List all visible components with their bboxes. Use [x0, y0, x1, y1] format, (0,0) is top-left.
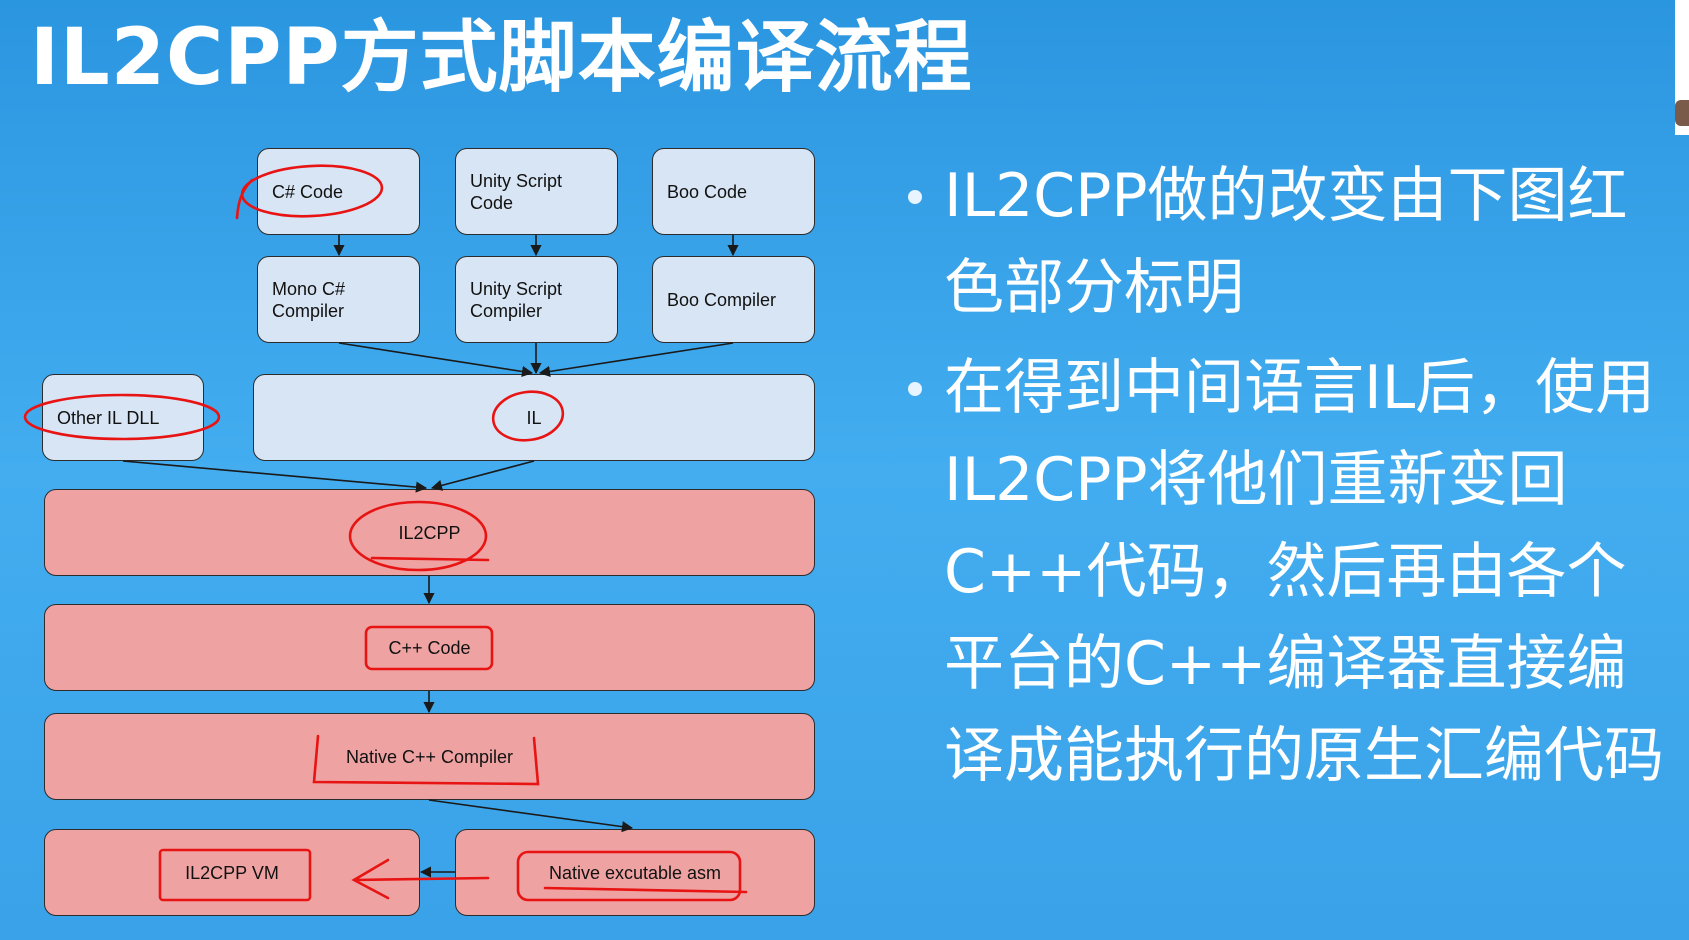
cpp-code-box: C++ Code — [44, 604, 815, 691]
bullet-text-2: 在得到中间语言IL后，使用IL2CPP将他们重新变回C++代码，然后再由各个平台… — [944, 353, 1664, 791]
diagram-connectors — [23, 164, 748, 902]
unity-script-compiler-box: Unity Script Compiler — [455, 256, 618, 343]
slide-title: IL2CPP方式脚本编译流程 — [30, 13, 973, 103]
cpp-code-label: C++ Code — [388, 637, 471, 658]
annotation-tail-csharp — [235, 178, 254, 220]
il2cpp-vm-label: IL2CPP VM — [185, 862, 279, 883]
mono-compiler-box: Mono C# Compiler — [257, 256, 420, 343]
il2cpp-box: IL2CPP — [44, 489, 815, 576]
il2cpp-vm-box: IL2CPP VM — [44, 829, 420, 916]
boo-compiler-label: Boo Compiler — [667, 289, 777, 310]
csharp-code-label: C# Code — [272, 181, 344, 202]
unity-script-code-box: Unity Script Code — [455, 148, 618, 235]
annotation-circle-il — [491, 390, 565, 442]
arrow-il-to-il2cpp — [430, 460, 535, 491]
arrow-otherdll-to-il2cpp — [122, 460, 428, 493]
annotation-box-cppcode — [364, 625, 494, 671]
annotation-arrow-asm-to-vm — [351, 858, 490, 900]
arrow-mono-to-il — [338, 342, 534, 377]
annotation-circle-other-dll — [23, 393, 221, 441]
bullet-dot-icon — [908, 382, 922, 396]
il-label: IL — [526, 407, 542, 428]
red-annotations — [23, 164, 748, 902]
bullet-item-1: IL2CPP做的改变由下图红色部分标明 — [908, 150, 1678, 334]
native-cpp-compiler-label: Native C++ Compiler — [345, 746, 514, 767]
annotation-circle-il2cpp — [348, 500, 488, 572]
annotation-box-native-compiler — [312, 734, 540, 786]
bullet-dot-icon — [908, 190, 922, 204]
unity-script-code-label: Unity Script Code — [470, 170, 563, 213]
compilation-flow-diagram: C# Code Unity Script Code Boo Code Mono … — [0, 0, 830, 940]
unity-script-compiler-label: Unity Script Compiler — [470, 278, 563, 321]
avatar — [1675, 100, 1689, 126]
other-il-dll-label: Other IL DLL — [57, 407, 160, 428]
boo-code-label: Boo Code — [667, 181, 748, 202]
bullet-list: IL2CPP做的改变由下图红色部分标明 在得到中间语言IL后，使用IL2CPP将… — [908, 150, 1678, 810]
native-asm-box: Native excutable asm — [455, 829, 815, 916]
arrow-boocompiler-to-il — [538, 342, 734, 377]
boo-compiler-box: Boo Compiler — [652, 256, 815, 343]
native-asm-label: Native excutable asm — [548, 862, 722, 883]
other-il-dll-box: Other IL DLL — [42, 374, 204, 461]
annotation-underline-il2cpp — [370, 556, 490, 562]
boo-code-box: Boo Code — [652, 148, 815, 235]
csharp-code-box: C# Code — [257, 148, 420, 235]
bullet-item-2: 在得到中间语言IL后，使用IL2CPP将他们重新变回C++代码，然后再由各个平台… — [908, 342, 1678, 802]
il-box: IL — [253, 374, 815, 461]
native-cpp-compiler-box: Native C++ Compiler — [44, 713, 815, 800]
arrow-nativecompiler-to-asm — [428, 799, 634, 833]
il2cpp-label: IL2CPP — [398, 522, 461, 543]
mono-compiler-label: Mono C# Compiler — [272, 278, 346, 321]
annotation-underline-asm — [543, 886, 748, 894]
annotation-box-asm — [516, 850, 742, 902]
bullet-text-1: IL2CPP做的改变由下图红色部分标明 — [944, 161, 1628, 323]
annotation-circle-csharp — [240, 164, 384, 218]
annotation-box-vm — [158, 848, 312, 902]
